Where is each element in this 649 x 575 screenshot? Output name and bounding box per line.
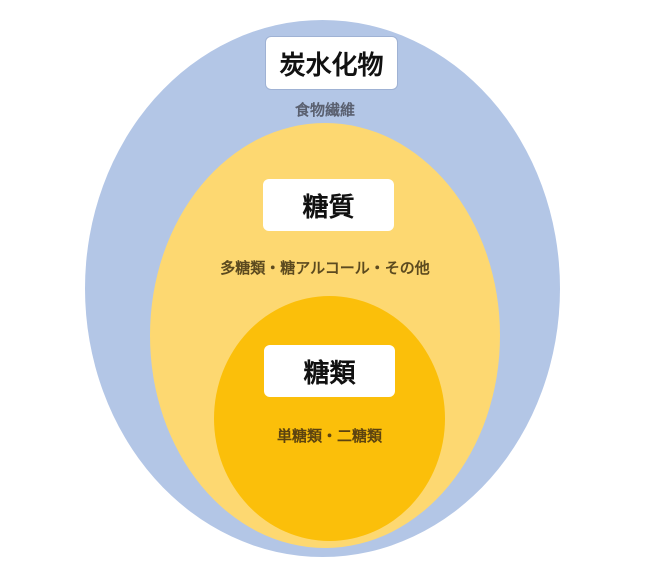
- sugar-title: 糖質: [263, 179, 394, 231]
- saccharide-circle: [214, 296, 445, 541]
- sugar-subtitle: 多糖類・糖アルコール・その他: [220, 259, 430, 277]
- carbohydrate-title: 炭水化物: [265, 36, 398, 90]
- saccharide-title: 糖類: [264, 345, 395, 397]
- saccharide-subtitle: 単糖類・二糖類: [276, 427, 382, 445]
- carbohydrate-subtitle: 食物繊維: [294, 101, 355, 119]
